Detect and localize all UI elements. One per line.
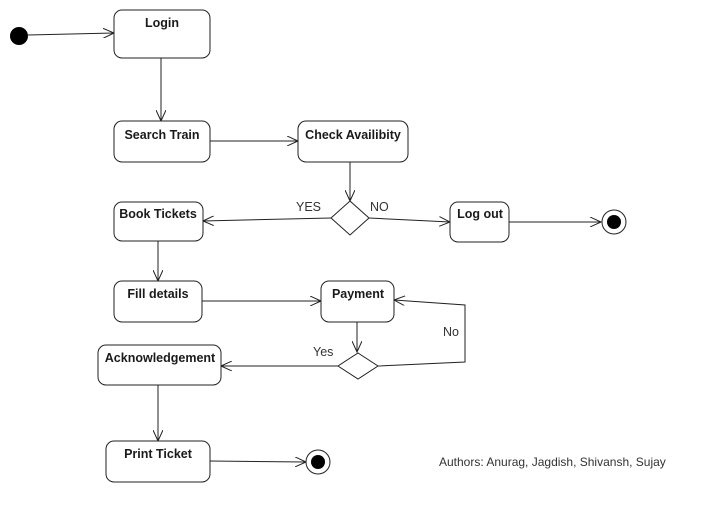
guard-payment-yes: Yes: [313, 345, 333, 359]
activity-acknowledgement: Acknowledgement: [97, 344, 222, 386]
activity-label: Payment: [332, 287, 385, 301]
activity-label: Login: [145, 16, 179, 30]
activity-fill-details: Fill details: [113, 280, 203, 323]
activity-label: Acknowledgement: [105, 351, 216, 365]
activity-login: Login: [113, 9, 211, 59]
final-node-logout: [601, 209, 627, 235]
activity-print-ticket: Print Ticket: [105, 440, 211, 483]
guard-payment-no: No: [443, 325, 459, 339]
final-node-print: [305, 449, 331, 475]
activity-log-out: Log out: [449, 201, 510, 243]
edge-decision-logout: [368, 218, 450, 222]
activity-label: Book Tickets: [119, 207, 197, 221]
edge-decision-book: [203, 218, 332, 221]
activity-label: Search Train: [124, 128, 199, 142]
activity-search-train: Search Train: [113, 120, 211, 163]
edge-print-end: [209, 461, 306, 462]
activity-label: Fill details: [127, 287, 188, 301]
activity-book-tickets: Book Tickets: [113, 201, 204, 242]
edge-decision-payment-retry: [377, 300, 466, 367]
guard-availability-no: NO: [370, 200, 389, 214]
decision-availability: [330, 200, 370, 236]
activity-label: Check Availibity: [305, 128, 401, 142]
initial-node: [10, 27, 28, 45]
edge-start-login: [27, 33, 114, 35]
decision-payment: [337, 352, 379, 380]
activity-label: Print Ticket: [124, 447, 193, 461]
activity-label: Log out: [457, 207, 504, 221]
activity-check-availability: Check Availibity: [297, 120, 409, 163]
guard-availability-yes: YES: [296, 200, 321, 214]
activity-payment: Payment: [320, 280, 395, 323]
authors-note: Authors: Anurag, Jagdish, Shivansh, Suja…: [439, 455, 666, 469]
